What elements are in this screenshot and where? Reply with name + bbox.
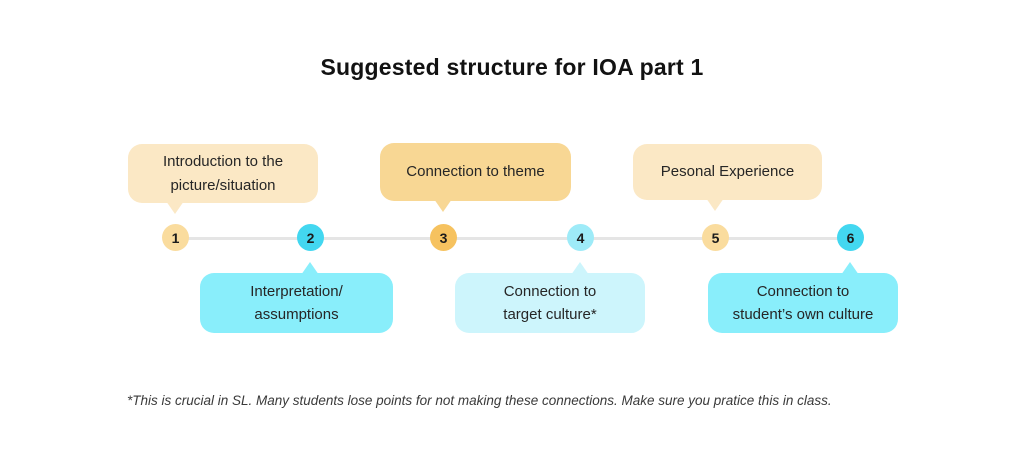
callout-text: Interpretation/ assumptions bbox=[250, 282, 343, 323]
callout-connection-theme: Connection to theme bbox=[380, 143, 571, 212]
callout-text: Pesonal Experience bbox=[660, 163, 795, 181]
callout-connection-target-culture: Connection to target culture* bbox=[455, 262, 645, 333]
callout-text: Connection to student’s own culture bbox=[732, 282, 874, 323]
timeline-node-1: 1 bbox=[162, 224, 189, 251]
callout-tail-down bbox=[166, 201, 184, 214]
footnote: *This is crucial in SL. Many students lo… bbox=[127, 393, 832, 408]
callout-text: Introduction to the picture/situation bbox=[162, 153, 284, 194]
callout-tail-down bbox=[434, 199, 452, 212]
callout-tail-up bbox=[301, 262, 319, 275]
callout-tail-up bbox=[841, 262, 859, 275]
callout-tail-up bbox=[571, 262, 589, 275]
callout-text: Connection to target culture* bbox=[503, 282, 597, 323]
timeline-node-3: 3 bbox=[430, 224, 457, 251]
timeline-line bbox=[175, 237, 850, 240]
callout-personal-experience: Pesonal Experience bbox=[633, 144, 822, 211]
callout-intro-picture: Introduction to the picture/situation bbox=[128, 144, 318, 214]
timeline-node-5: 5 bbox=[702, 224, 729, 251]
callout-connection-own-culture: Connection to student’s own culture bbox=[708, 262, 898, 333]
timeline-node-6: 6 bbox=[837, 224, 864, 251]
timeline-node-2: 2 bbox=[297, 224, 324, 251]
timeline-node-4: 4 bbox=[567, 224, 594, 251]
page-title: Suggested structure for IOA part 1 bbox=[320, 54, 704, 80]
callout-text: Connection to theme bbox=[406, 163, 545, 181]
callout-tail-down bbox=[706, 198, 724, 211]
callout-interpretation-assumptions: Interpretation/ assumptions bbox=[200, 262, 393, 333]
